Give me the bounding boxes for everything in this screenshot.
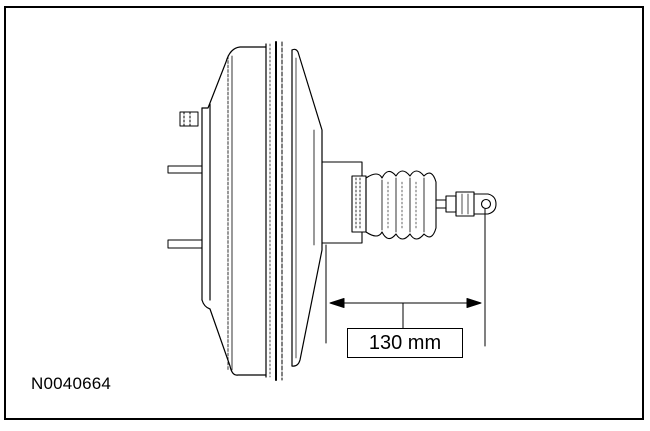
rear-shell xyxy=(201,46,267,376)
dimension-lines xyxy=(325,208,486,347)
pushrod-clevis xyxy=(435,191,497,217)
shell-seam xyxy=(265,41,283,381)
figure-frame xyxy=(4,6,644,420)
pushrod-housing xyxy=(321,161,367,244)
arrowhead-left-icon xyxy=(329,298,345,308)
dimension-value: 130 mm xyxy=(368,331,442,354)
figure-id-label: N0040664 xyxy=(31,374,112,393)
dimension-label: 130 mm xyxy=(347,328,463,358)
front-shell xyxy=(291,48,323,367)
mounting-studs xyxy=(167,111,203,249)
rubber-boot xyxy=(365,170,437,240)
arrowhead-right-icon xyxy=(466,298,482,308)
